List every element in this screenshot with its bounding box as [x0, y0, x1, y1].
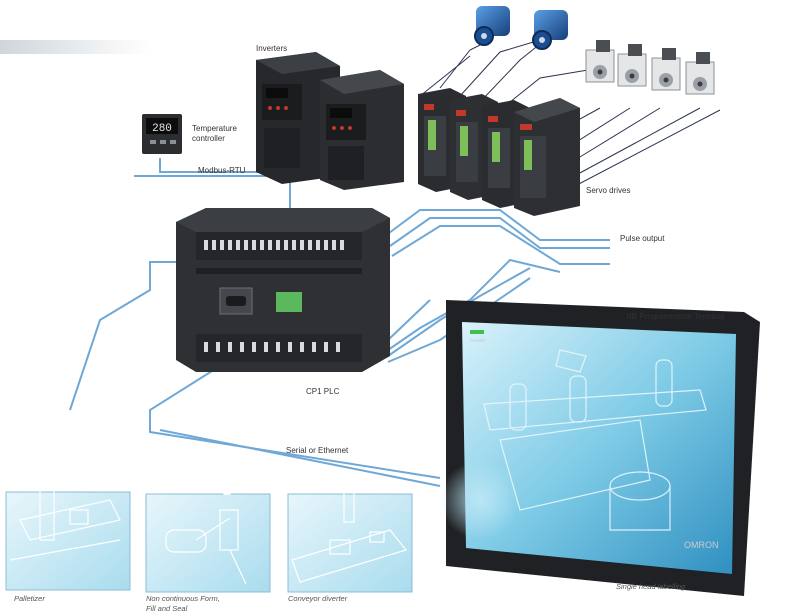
application-form-fill-seal	[145, 473, 271, 593]
inverter-icon	[320, 70, 404, 190]
serial-ethernet-label: Serial or Ethernet	[286, 446, 349, 455]
temperature-controller-icon: 280	[142, 114, 182, 154]
servo-drive-icon	[514, 98, 580, 216]
servo-motor-icon	[685, 52, 715, 95]
temperature-controller-label-line1: Temperature	[192, 124, 237, 133]
servo-drives-label: Servo drives	[586, 186, 631, 195]
hmi-terminal-icon: OMRON POWER	[440, 300, 760, 596]
app-caption-conveyor: Conveyor diverter	[288, 594, 348, 603]
nb-terminal-label: NB Programmable Terminal	[626, 312, 725, 321]
temperature-controller-label-line2: controller	[192, 134, 225, 143]
servo-motor-icon	[617, 44, 647, 87]
modbus-label: Modbus-RTU	[198, 166, 246, 175]
brand-logo: OMRON	[684, 540, 719, 550]
app-caption-ffs-line1: Non continuous Form,	[146, 594, 220, 603]
servo-motor-icon	[651, 48, 681, 91]
inverters-label: Inverters	[256, 44, 288, 53]
cables	[69, 158, 610, 487]
inverter-icon	[256, 52, 340, 184]
servo-motor-icon	[585, 40, 615, 83]
pulse-output-label: Pulse output	[620, 234, 665, 243]
app-caption-palletizer: Palletizer	[14, 594, 45, 603]
servo-motor-icon	[474, 6, 510, 46]
temp-display-value: 280	[152, 123, 172, 135]
plc-icon	[176, 208, 390, 372]
app-caption-ffs-line2: Fill and Seal	[146, 604, 188, 613]
servo-motor-icon	[532, 10, 568, 50]
power-label: POWER	[470, 338, 485, 343]
app-caption-labelling: Single head labelling	[616, 582, 686, 591]
application-palletizer	[5, 469, 131, 591]
header-band	[0, 40, 150, 54]
application-conveyor-diverter	[287, 491, 413, 593]
cp1-plc-label: CP1 PLC	[306, 387, 340, 396]
